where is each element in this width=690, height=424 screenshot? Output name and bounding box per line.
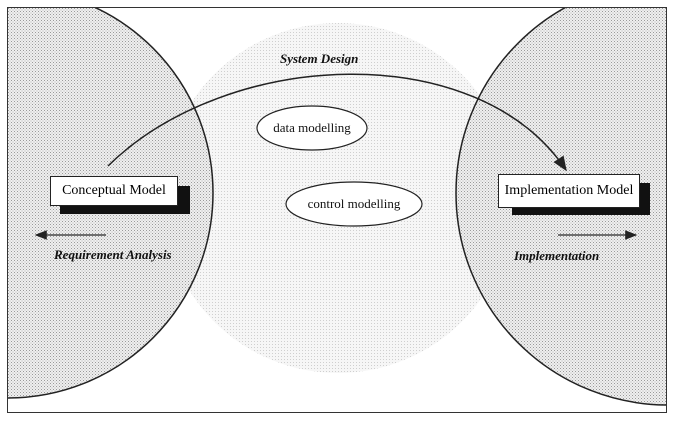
flow-arrow xyxy=(107,73,567,172)
control-modelling-label: control modelling xyxy=(307,196,401,211)
diagram-canvas xyxy=(8,8,666,406)
control-modelling-ellipse xyxy=(285,181,423,227)
data-modelling-label: data modelling xyxy=(273,120,351,135)
system-design-title: System Design xyxy=(280,51,359,66)
conceptual-model-box: Conceptual Model xyxy=(50,176,178,206)
implementation-model-box: Implementation Model xyxy=(498,174,640,208)
requirement-analysis-caption: Requirement Analysis xyxy=(54,247,172,262)
diagram-frame: System Design data modelling control mod… xyxy=(7,7,667,413)
data-modelling-ellipse xyxy=(256,105,368,151)
implementation-caption: Implementation xyxy=(514,248,600,263)
